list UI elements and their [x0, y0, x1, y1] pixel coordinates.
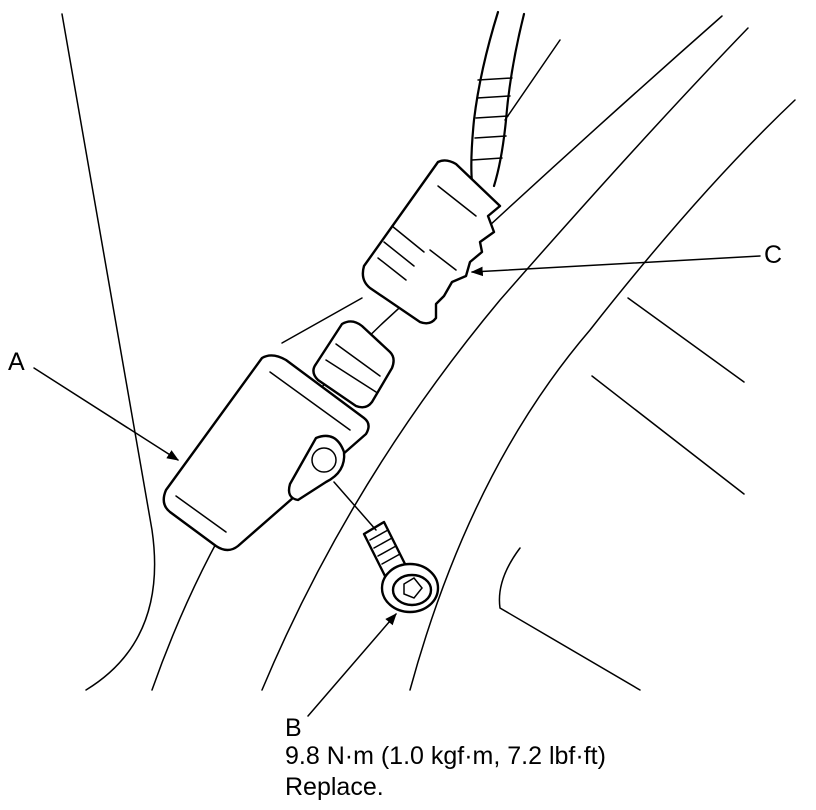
mounting-bolt — [362, 520, 440, 614]
callout-leaders — [33, 255, 761, 717]
callout-label-c: C — [764, 241, 783, 269]
callout-label-a: A — [8, 348, 25, 376]
harness-connector — [361, 159, 502, 325]
torque-spec-text: 9.8 N·m (1.0 kgf·m, 7.2 lbf·ft) — [285, 742, 606, 770]
wire-harness — [470, 10, 526, 188]
replace-note-text: Replace. — [285, 773, 384, 801]
bolt-spec-block: 9.8 N·m (1.0 kgf·m, 7.2 lbf·ft) Replace. — [285, 743, 606, 805]
sensor-body — [162, 320, 395, 552]
callout-label-b: B — [285, 714, 302, 742]
body-panel-lines — [61, 13, 796, 691]
